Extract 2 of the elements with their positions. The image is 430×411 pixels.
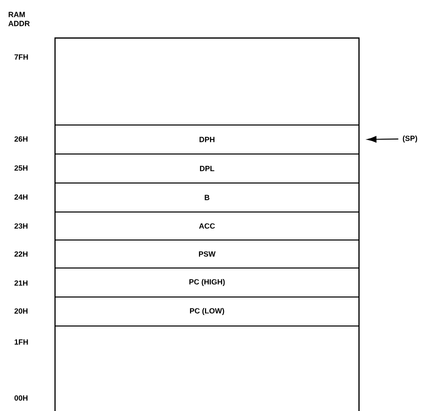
memory-column [54,37,360,411]
arrow [367,136,399,143]
